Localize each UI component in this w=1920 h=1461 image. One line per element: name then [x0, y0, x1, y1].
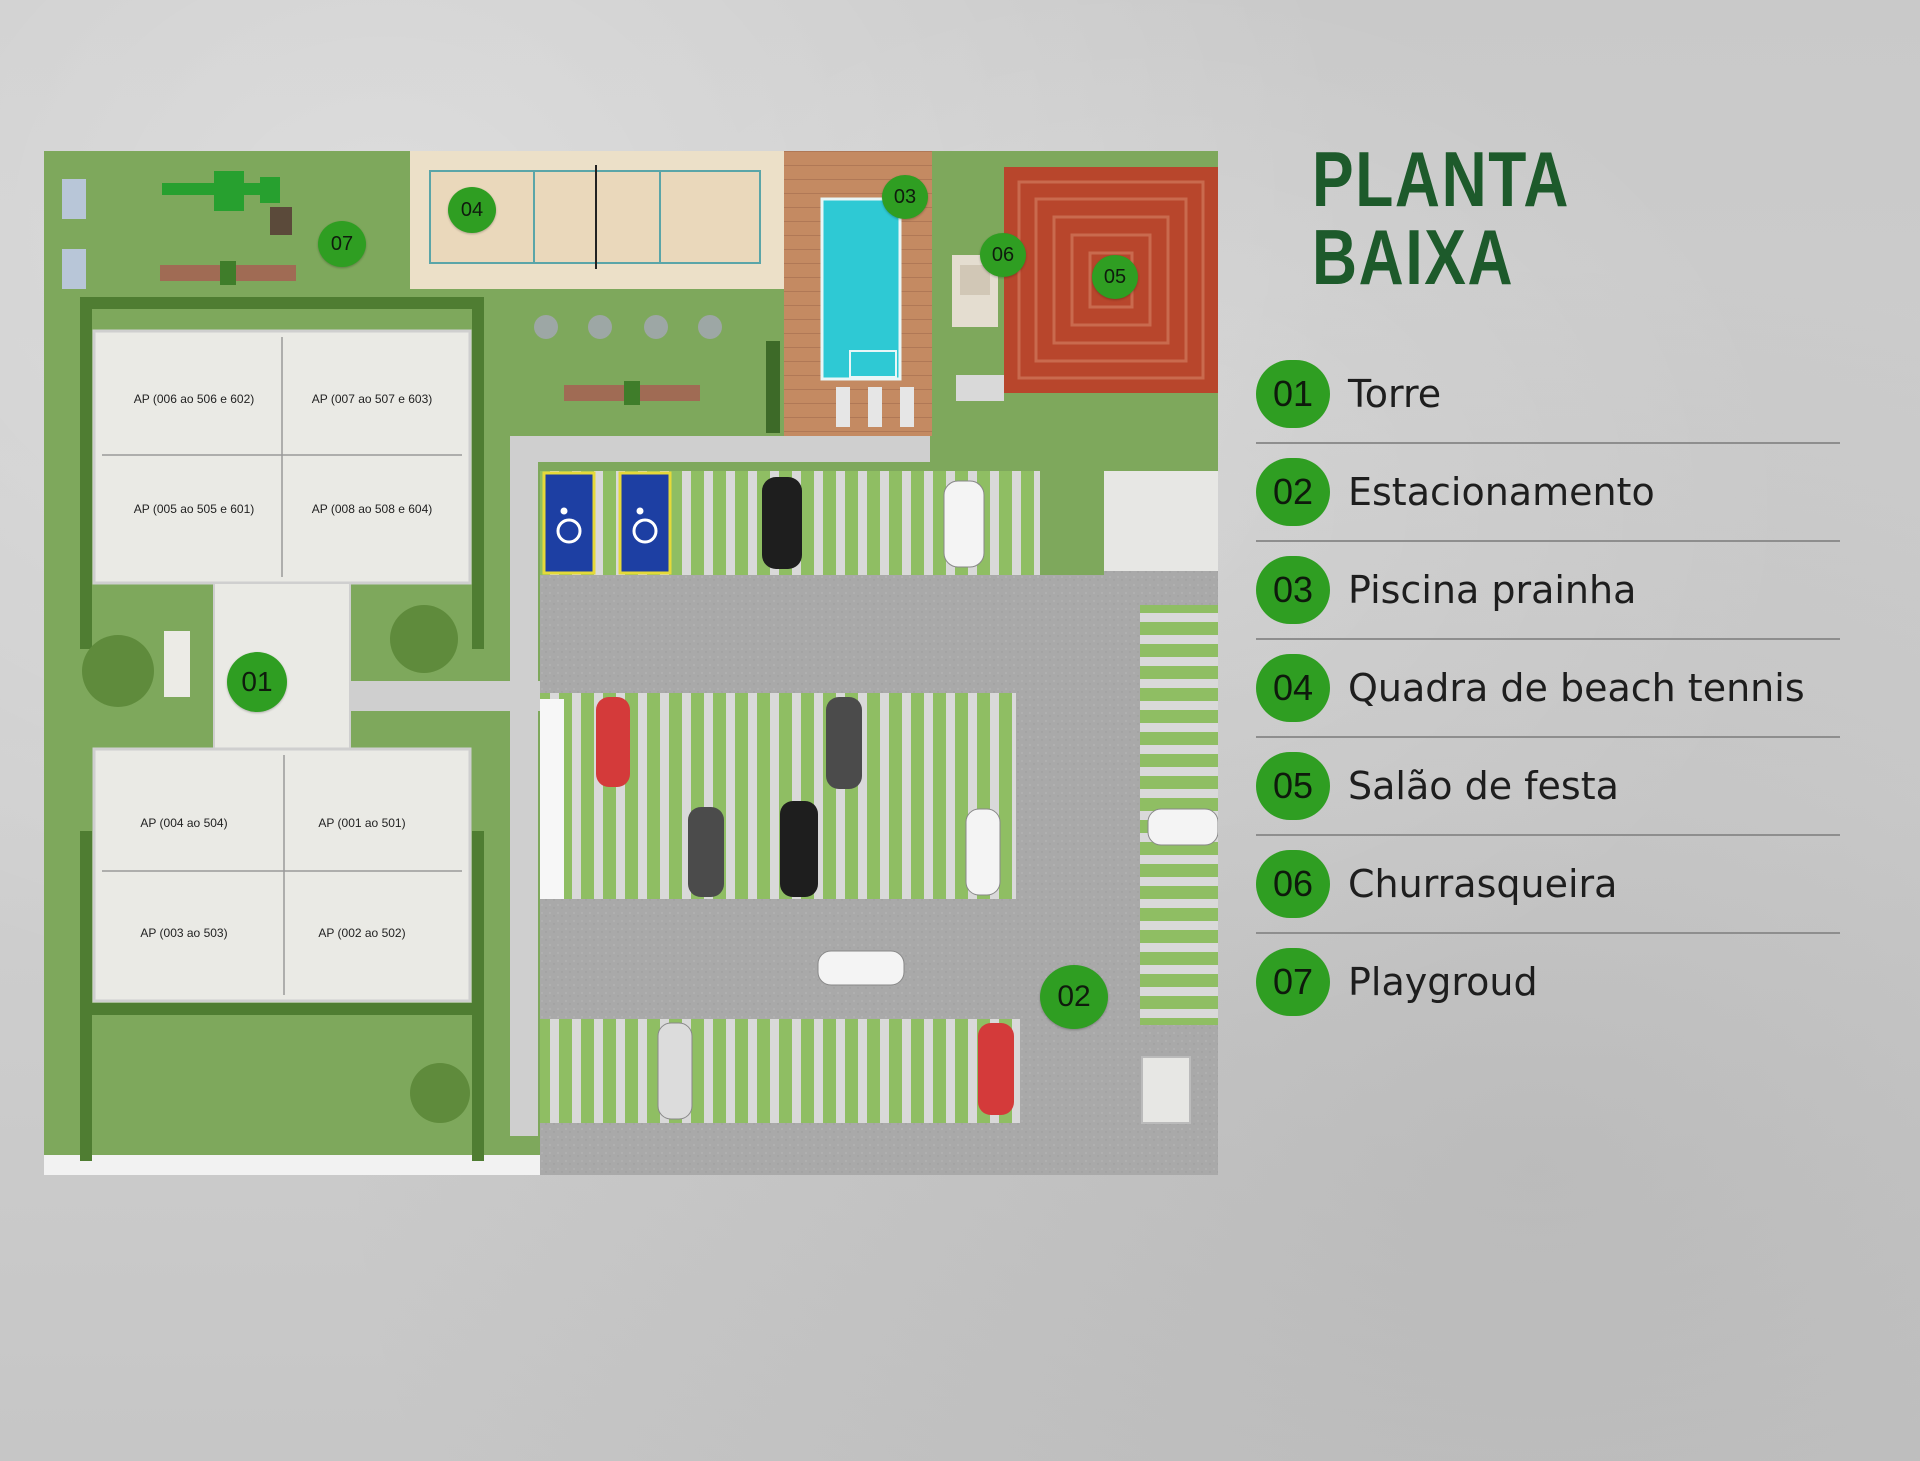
- legend-number: 01: [1256, 360, 1330, 428]
- pool-area: [784, 151, 932, 436]
- legend-label: Quadra de beach tennis: [1348, 666, 1805, 710]
- tree: [410, 1063, 470, 1123]
- plan-marker-salao: 05: [1092, 255, 1138, 299]
- legend-item: 05 Salão de festa: [1256, 738, 1840, 836]
- playground: [62, 171, 296, 289]
- hedge: [766, 341, 780, 433]
- apartment-label: AP (004 ao 504): [140, 816, 228, 830]
- hedge: [472, 831, 484, 1161]
- curb: [540, 699, 564, 899]
- accessible-parking: [542, 471, 672, 575]
- legend-number: 04: [1256, 654, 1330, 722]
- legend-number: 05: [1256, 752, 1330, 820]
- legend-item: 04 Quadra de beach tennis: [1256, 640, 1840, 738]
- legend-number: 06: [1256, 850, 1330, 918]
- tree: [390, 605, 458, 673]
- apartment-label: AP (008 ao 508 e 604): [311, 502, 433, 516]
- planter: [164, 631, 190, 697]
- plan-marker-playground: 07: [318, 221, 366, 267]
- plan-marker-estacionamento: 02: [1040, 965, 1108, 1029]
- plan-marker-piscina: 03: [882, 175, 928, 219]
- legend-label: Salão de festa: [1348, 764, 1619, 808]
- legend-number: 02: [1256, 458, 1330, 526]
- plan-marker-quadra: 04: [448, 187, 496, 233]
- legend-item: 03 Piscina prainha: [1256, 542, 1840, 640]
- floor-plan: AP (006 ao 506 e 602) AP (007 ao 507 e 6…: [44, 151, 1218, 1175]
- legend-item: 07 Playgroud: [1256, 934, 1840, 1030]
- legend-item: 01 Torre: [1256, 346, 1840, 444]
- legend-number: 03: [1256, 556, 1330, 624]
- hedge: [80, 297, 484, 309]
- hedge: [80, 309, 92, 649]
- apartment-label: AP (002 ao 502): [318, 926, 406, 940]
- legend-label: Estacionamento: [1348, 470, 1655, 514]
- plan-marker-churrasqueira: 06: [980, 233, 1026, 277]
- hedge: [80, 831, 92, 1161]
- legend-label: Torre: [1348, 372, 1442, 416]
- page-title: PLANTA BAIXA: [1312, 135, 1568, 301]
- gatehouse: [1104, 471, 1218, 571]
- outdoor-tables: [534, 315, 722, 405]
- legend-label: Playgroud: [1348, 960, 1538, 1004]
- floor-plan-drawing: [44, 151, 1218, 1175]
- legend-number: 07: [1256, 948, 1330, 1016]
- walkway: [510, 436, 538, 1136]
- legend-label: Churrasqueira: [1348, 862, 1618, 906]
- apartment-label: AP (003 ao 503): [140, 926, 228, 940]
- legend-item: 06 Churrasqueira: [1256, 836, 1840, 934]
- legend-label: Piscina prainha: [1348, 568, 1637, 612]
- tree: [82, 635, 154, 707]
- apartment-label: AP (005 ao 505 e 601): [133, 502, 255, 516]
- bench: [956, 375, 1004, 401]
- booth: [1141, 1056, 1191, 1124]
- legend-item: 02 Estacionamento: [1256, 444, 1840, 542]
- apartment-label: AP (006 ao 506 e 602): [133, 392, 255, 406]
- hedge: [80, 1003, 484, 1015]
- parked-cars: [596, 477, 1218, 1120]
- parking-spaces: [540, 1019, 1020, 1123]
- tower-building: [92, 329, 472, 1003]
- plan-marker-torre: 01: [227, 652, 287, 712]
- legend-list: 01 Torre 02 Estacionamento 03 Piscina pr…: [1256, 346, 1840, 1030]
- hedge: [472, 309, 484, 649]
- apartment-label: AP (007 ao 507 e 603): [311, 392, 433, 406]
- walkway: [344, 681, 544, 711]
- walkway: [510, 436, 930, 462]
- apartment-label: AP (001 ao 501): [318, 816, 406, 830]
